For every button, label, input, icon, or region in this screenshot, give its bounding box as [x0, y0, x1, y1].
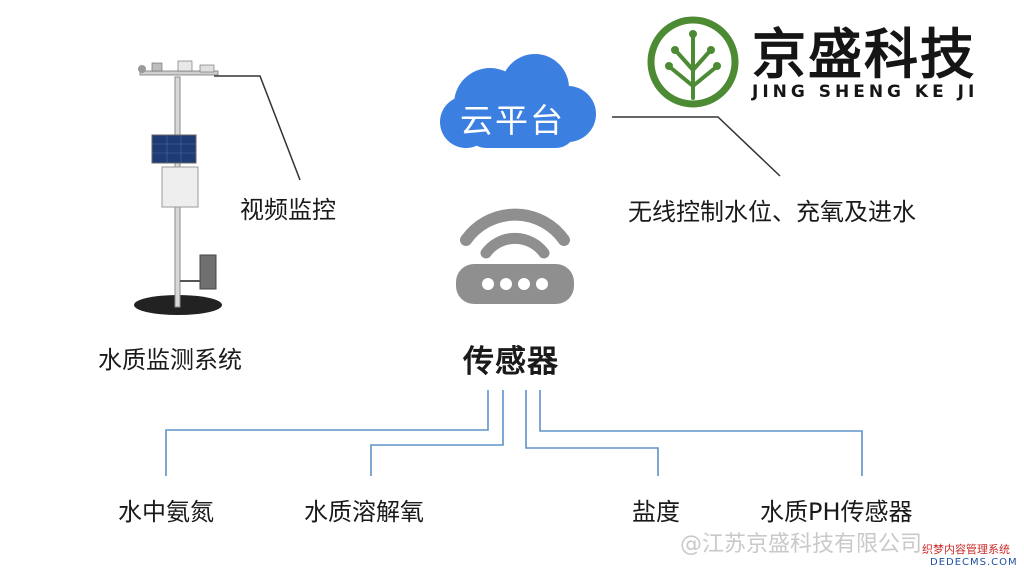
sensor-label-salinity: 盐度	[632, 498, 680, 526]
cms-watermark-cn: 织梦内容管理系统	[922, 543, 1010, 556]
cms-watermark-en: DEDECMS.COM	[930, 557, 1018, 568]
water-quality-system-label: 水质监测系统	[98, 346, 242, 374]
cloud-platform-icon	[440, 54, 596, 148]
cloud-label: 云平台	[460, 101, 565, 140]
wireless-control-label: 无线控制水位、充氧及进水	[628, 198, 916, 226]
branch-ammonia	[165, 390, 489, 476]
sensor-label-dissolved-oxygen: 水质溶解氧	[304, 498, 424, 526]
branch-salinity	[525, 390, 659, 476]
source-watermark: @江苏京盛科技有限公司	[680, 532, 923, 557]
company-logo-mark	[647, 16, 739, 108]
sensor-label-ammonia: 水中氨氮	[118, 498, 214, 526]
leader-wireless	[612, 116, 781, 177]
monitoring-station-illustration	[134, 60, 222, 315]
sensor-label-ph: 水质PH传感器	[760, 498, 913, 526]
sensor-hub-label: 传感器	[463, 344, 559, 380]
branch-ph	[539, 390, 863, 476]
video-monitoring-label: 视频监控	[240, 196, 336, 224]
leader-video	[214, 75, 301, 181]
company-name-cn: 京盛科技	[752, 23, 976, 86]
branch-oxygen	[370, 390, 504, 476]
sensor-router-icon	[456, 208, 574, 304]
company-name-en: JING SHENG KE JI	[752, 82, 979, 102]
